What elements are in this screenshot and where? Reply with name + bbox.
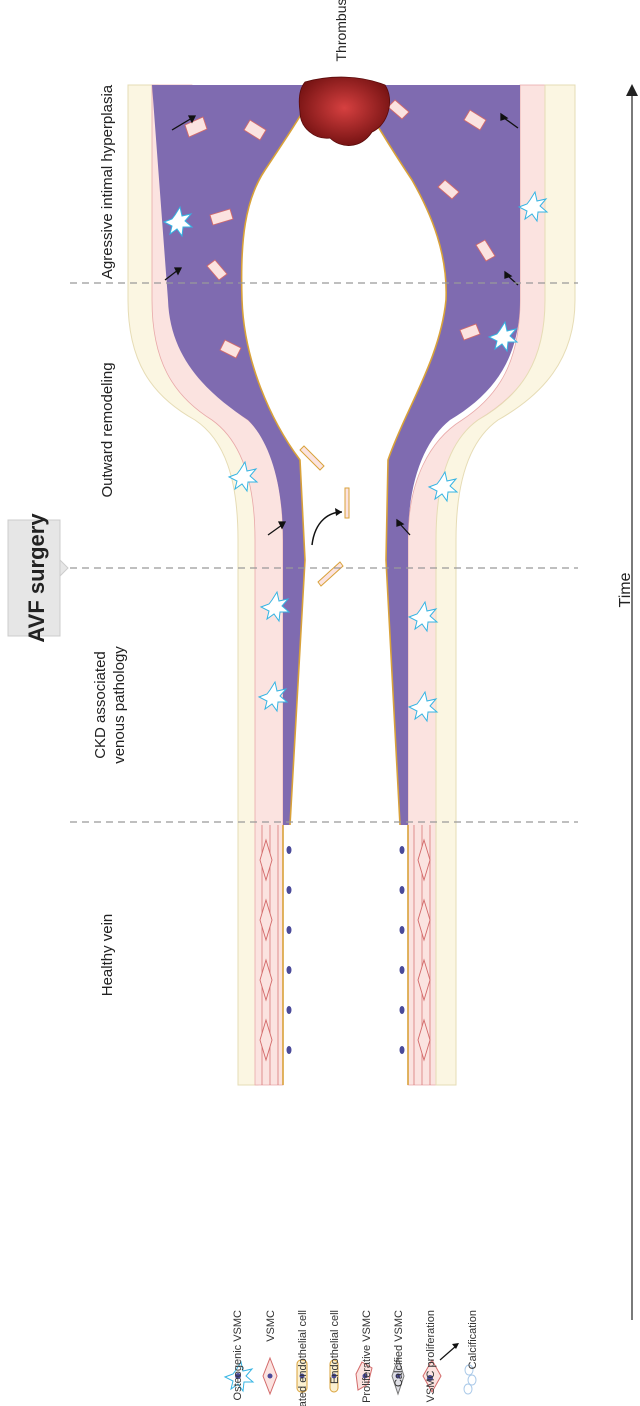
legend-label-osteogenic-vsmc: Osteogenic VSMC <box>232 1310 244 1401</box>
legend-label-calcified-vsmc: Calcified VSMC <box>393 1310 405 1387</box>
media-stripes <box>262 825 430 1085</box>
avf-surgery-text: AVF surgery <box>24 513 49 643</box>
stage-label-ckd-line2: venous pathology <box>111 646 128 764</box>
stage-label-intimal-hyperplasia: Agressive intimal hyperplasia <box>99 84 116 279</box>
thrombus <box>299 77 389 145</box>
healthy-vsmc-cells <box>260 840 430 1060</box>
legend: Osteogenic VSMC VSMC Activated endotheli… <box>225 1310 479 1406</box>
avf-surgery-banner: AVF surgery <box>8 513 68 643</box>
legend-label-calcification: Calcification <box>467 1310 479 1369</box>
time-arrowhead <box>626 84 638 96</box>
stage-label-healthy-vein: Healthy vein <box>99 914 116 997</box>
legend-label-vsmc: VSMC <box>265 1310 277 1342</box>
legend-label-vsmc-proliferation: VSMC proliferation <box>425 1310 437 1402</box>
vein-vessel <box>128 85 575 1085</box>
legend-label-activated-endothelial-cell: Activated endothelial cell <box>297 1310 309 1406</box>
thrombus-label: Thrombus <box>333 0 349 62</box>
stage-labels: Healthy vein CKD associated venous patho… <box>92 84 128 996</box>
legend-label-proliferative-vsmc: Proliferative VSMC <box>361 1310 373 1403</box>
stage-label-outward-remodeling: Outward remodeling <box>99 362 116 497</box>
migrating-cells <box>300 446 349 586</box>
legend-label-endothelial-cell: Endothelial cell <box>329 1310 341 1384</box>
time-label: Time <box>617 572 634 607</box>
migration-arrowhead <box>335 508 342 516</box>
stage-label-ckd-line1: CKD associated <box>92 651 109 759</box>
migration-arrow <box>312 512 342 545</box>
endothelial-nuclei <box>287 846 405 1054</box>
vsmc-icon <box>263 1358 277 1394</box>
